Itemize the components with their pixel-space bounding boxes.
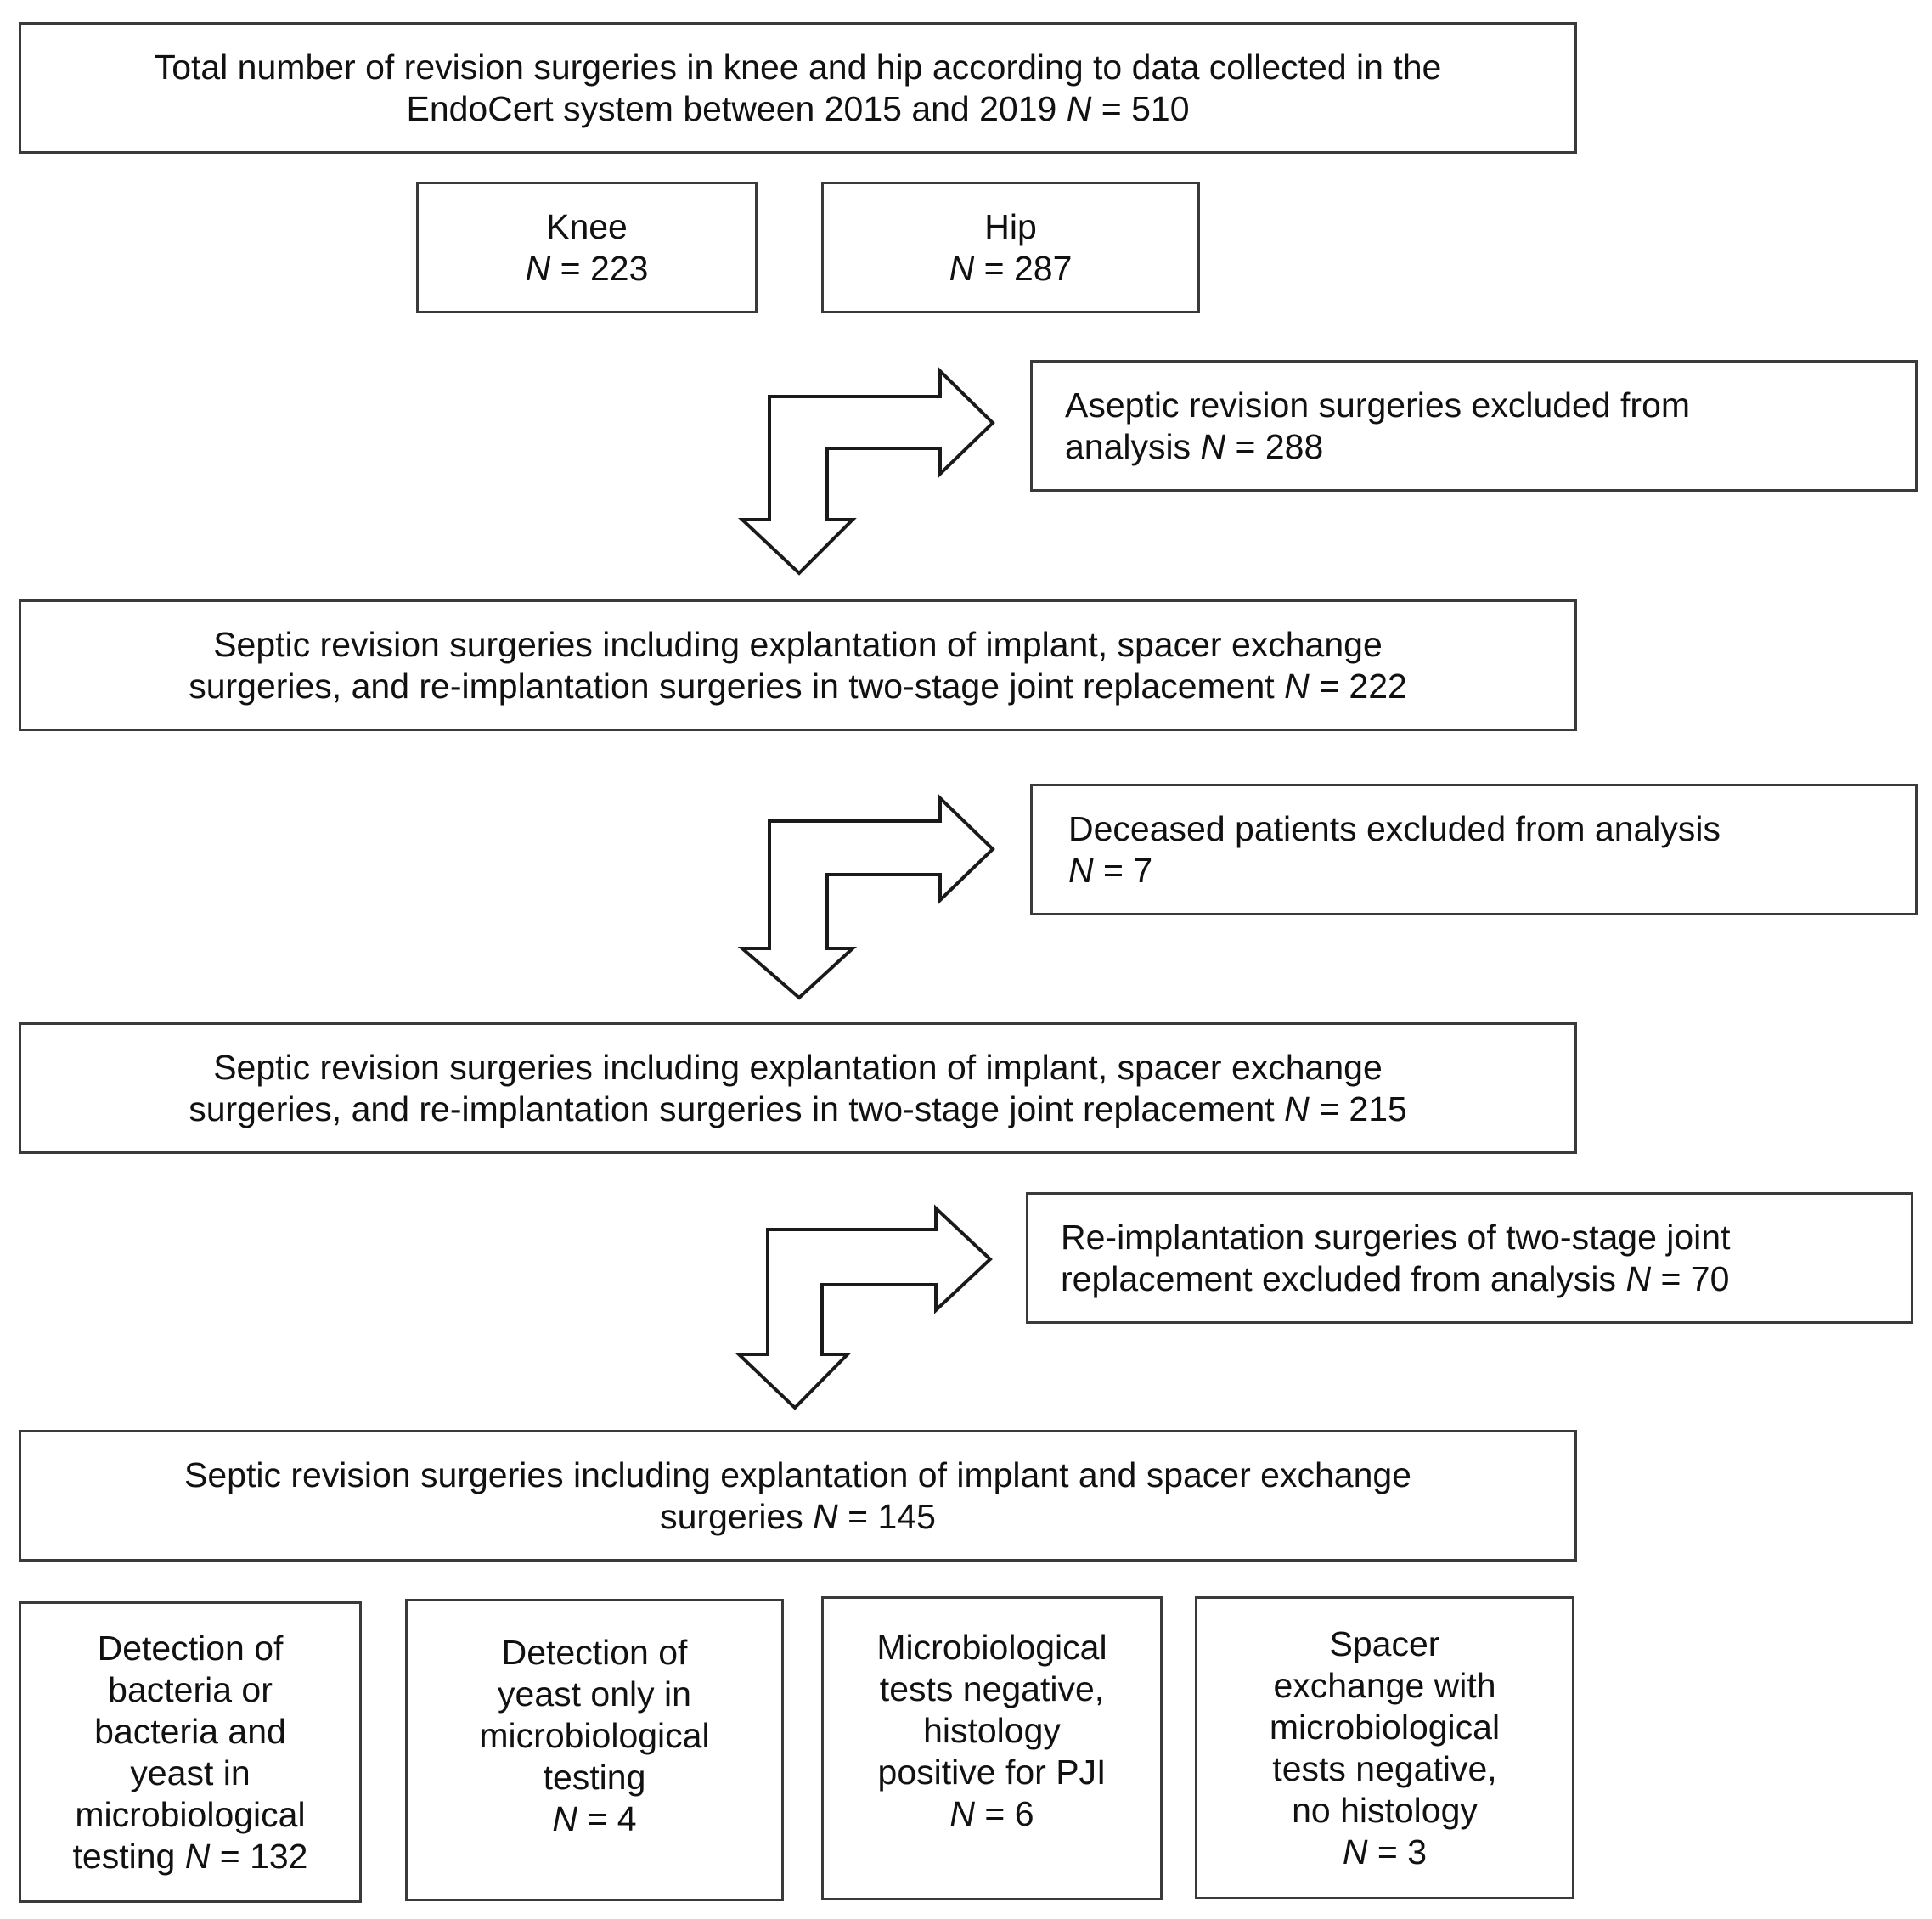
yeast-line-3: microbiological [479,1716,710,1755]
spacer-line-4: tests negative, [1272,1748,1497,1788]
hip-count: N = 287 [949,248,1073,288]
bent-arrow-2 [737,794,995,1000]
septic-2-line-2: surgeries, and re-implantation surgeries… [189,1089,1407,1128]
bacteria-line-5: microbiological [75,1794,306,1834]
yeast-count: N = 4 [552,1799,637,1838]
reimplantation-excluded-line-2: replacement excluded from analysis N = 7… [1061,1258,1730,1298]
yeast-line-2: yeast only in [498,1674,691,1714]
histology-line-3: histology [923,1711,1061,1750]
septic-revisions-box-3: Septic revision surgeries including expl… [19,1430,1577,1562]
knee-label: Knee [546,206,628,246]
histology-count: N = 6 [949,1794,1034,1833]
total-revisions-box: Total number of revision surgeries in kn… [19,22,1577,154]
septic-1-line-1: Septic revision surgeries including expl… [213,624,1383,664]
reimplantation-excluded-box: Re-implantation surgeries of two-stage j… [1026,1192,1913,1324]
total-revisions-line-2: EndoCert system between 2015 and 2019 N … [406,88,1190,128]
bacteria-line-6: testing N = 132 [72,1836,308,1876]
septic-1-line-2: surgeries, and re-implantation surgeries… [189,666,1407,706]
septic-2-line-1: Septic revision surgeries including expl… [213,1047,1383,1087]
total-revisions-line-1: Total number of revision surgeries in kn… [154,47,1442,87]
spacer-line-1: Spacer [1329,1624,1440,1663]
aseptic-excluded-box: Aseptic revision surgeries excluded from… [1030,360,1918,492]
aseptic-excluded-line-2: analysis N = 288 [1065,426,1324,466]
deceased-excluded-box: Deceased patients excluded from analysis… [1030,784,1918,915]
yeast-line-1: Detection of [501,1633,688,1672]
bacteria-detection-box: Detection of bacteria or bacteria and ye… [19,1601,362,1903]
septic-3-line-2: surgeries N = 145 [660,1496,936,1536]
spacer-line-3: microbiological [1269,1707,1501,1747]
spacer-exchange-box: Spacer exchange with microbiological tes… [1195,1596,1574,1899]
yeast-line-4: testing [543,1758,646,1797]
septic-revisions-box-1: Septic revision surgeries including expl… [19,599,1577,731]
bent-arrow-1 [737,367,995,576]
spacer-count: N = 3 [1342,1832,1428,1871]
histology-line-2: tests negative, [879,1669,1105,1708]
knee-box: Knee N = 223 [416,182,758,313]
deceased-excluded-count: N = 7 [1068,850,1153,890]
histology-line-1: Microbiological [876,1628,1107,1667]
bacteria-line-3: bacteria and [94,1711,286,1751]
bacteria-line-1: Detection of [97,1628,284,1668]
septic-3-line-1: Septic revision surgeries including expl… [184,1455,1411,1494]
deceased-excluded-line-1: Deceased patients excluded from analysis [1068,808,1721,848]
bacteria-line-4: yeast in [130,1753,251,1792]
septic-revisions-box-2: Septic revision surgeries including expl… [19,1022,1577,1154]
spacer-line-5: no histology [1292,1790,1478,1830]
bacteria-line-2: bacteria or [108,1669,273,1709]
aseptic-excluded-line-1: Aseptic revision surgeries excluded from [1065,385,1691,425]
spacer-line-2: exchange with [1273,1665,1496,1705]
bent-arrow-3 [735,1204,993,1410]
yeast-detection-box: Detection of yeast only in microbiologic… [405,1599,784,1901]
hip-label: Hip [984,206,1037,246]
knee-count: N = 223 [525,248,649,288]
histology-positive-box: Microbiological tests negative, histolog… [821,1596,1163,1900]
reimplantation-excluded-line-1: Re-implantation surgeries of two-stage j… [1061,1217,1731,1257]
histology-line-4: positive for PJI [877,1753,1107,1792]
hip-box: Hip N = 287 [821,182,1200,313]
